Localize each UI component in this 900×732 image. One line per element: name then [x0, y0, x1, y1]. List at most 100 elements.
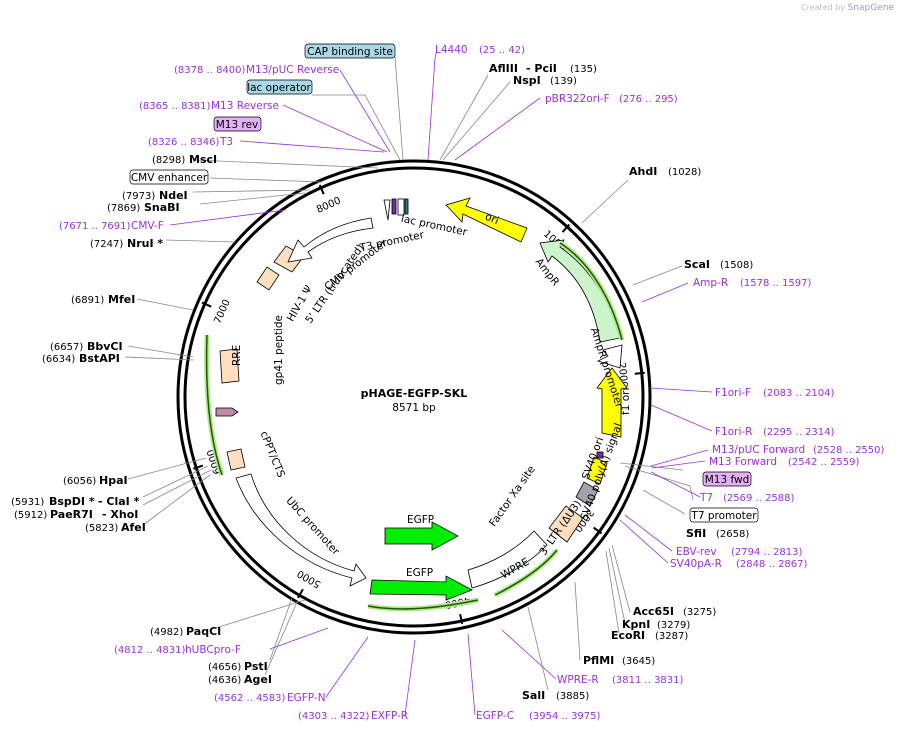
primer-wprer-range: (3811 .. 3831) [612, 675, 684, 686]
primer-labels: L4440 (25 .. 42) pBR322ori-F (276 .. 295… [59, 44, 885, 722]
primer-egfpc-range: (3954 .. 3975) [529, 711, 601, 722]
primer-exfpr-name: EXFP-R [371, 710, 408, 722]
primer-m13rev-name: M13 Reverse [211, 100, 279, 112]
tick-mark [634, 371, 645, 375]
site-sfii-name: SfiI [686, 527, 706, 540]
egfp-label-1: EGFP [407, 514, 434, 526]
primer-sv40pa-range: (2848 .. 2867) [736, 559, 808, 570]
tick-label: 7000 [212, 298, 232, 326]
site-afliii-extra: - PciI [526, 62, 557, 75]
gp41-label: gp41 peptide [273, 315, 285, 385]
primer-wprer-name: WPRE-R [557, 674, 599, 686]
site-paqci-name: PaqCI [186, 625, 221, 638]
tick-mark [561, 223, 570, 233]
primer-egfpc-name: EGFP-C [476, 710, 514, 722]
cap-binding-feature [404, 198, 409, 215]
site-scai-pos: (1508) [720, 260, 753, 271]
egfp-arrow-2 [369, 575, 473, 601]
site-sfii-pos: (2658) [716, 529, 749, 540]
t7-promoter-text: T7 promoter [690, 510, 757, 522]
site-paer7i-pos: (5912) [14, 510, 47, 521]
site-sali-pos: (3885) [556, 691, 589, 702]
cap-binding-box [304, 43, 396, 59]
site-scai-name: ScaI [684, 258, 710, 271]
m13-fwd-text: M13 fwd [705, 474, 750, 486]
site-psti-name: PstI [244, 660, 268, 673]
site-hpai-pos: (6056) [63, 476, 96, 487]
site-afliii-name: AflIII [489, 62, 518, 75]
t3-promoter-arrow [383, 199, 391, 221]
primer-t7-name: T7 [699, 492, 713, 504]
site-acc65i-name: Acc65I [633, 605, 674, 618]
primer-ebvrev-name: EBV-rev [676, 546, 717, 558]
t3-promoter-label: T3 promoter [358, 229, 426, 255]
primer-m13puc-fwd-range: (2528 .. 2550) [813, 445, 885, 456]
primer-sv40pa-name: SV40pA-R [670, 558, 722, 570]
snapgene-credit: Created by SnapGene [801, 3, 894, 13]
primer-ampr-name: Amp-R [693, 277, 728, 289]
primer-t3-name: T3 [219, 136, 233, 148]
wpre-arrow [467, 530, 548, 589]
t7-promoter-box [689, 507, 759, 523]
ampr-promoter-arrow [596, 344, 623, 369]
site-bspdi-extra: - ClaI * [98, 495, 140, 508]
m13-rev-text: M13 rev [216, 119, 259, 131]
tick-mark [201, 301, 212, 308]
site-ndei-name: NdeI [159, 189, 188, 202]
primer-l4440-range: (25 .. 42) [479, 45, 525, 56]
primer-exfpr-range: (4303 .. 4322) [298, 711, 370, 722]
site-bbvci-pos: (6657) [50, 342, 83, 353]
tick-mark [318, 184, 325, 195]
site-mfei-pos: (6891) [71, 295, 104, 306]
primer-cmvf-range: (7671 .. 7691) [59, 221, 131, 232]
site-ahdi-name: AhdI [629, 165, 657, 178]
primer-m13rev-range: (8365 .. 8381) [139, 101, 211, 112]
ori-arrow [445, 197, 528, 243]
primer-f1orir-range: (2295 .. 2314) [763, 427, 835, 438]
tick-mark [592, 526, 603, 535]
backbone-inner-ring [183, 166, 645, 628]
site-agei-pos: (4636) [208, 675, 241, 686]
m13-rev-box [213, 116, 262, 132]
lac-operator-text: lac operator [247, 82, 311, 94]
tick-label: 5000 [295, 567, 323, 589]
cmv-enhancer-text: CMV enhancer [131, 172, 208, 184]
lac-operator-box [246, 79, 313, 95]
rre-label: RRE [231, 345, 243, 366]
primer-f1orif-range: (2083 .. 2104) [763, 388, 835, 399]
ubc-promoter-arrow [235, 473, 367, 587]
m13-rev-feature [391, 198, 397, 215]
rre-box [219, 348, 240, 384]
egfp-arrow-1 [384, 521, 459, 551]
site-snabi-pos: (7869) [107, 203, 140, 214]
sv40-polya-box [575, 481, 599, 507]
features [215, 197, 628, 601]
orf-highlights [204, 240, 625, 612]
site-kpni-pos: (3279) [657, 620, 690, 631]
site-nspi-pos: (139) [550, 76, 577, 87]
primer-ebvrev-range: (2794 .. 2813) [731, 547, 803, 558]
site-afliii-pos: (135) [570, 64, 597, 75]
primer-m13fwd-range: (2542 .. 2559) [788, 457, 860, 468]
site-nspi-name: NspI [513, 74, 541, 87]
site-afei-pos: (5823) [85, 523, 118, 534]
credit-text: Created by [801, 3, 846, 12]
cmv-enhancer-box [129, 169, 209, 185]
primer-cmvf-name: CMV-F [131, 220, 164, 232]
m13-fwd-feature [596, 451, 604, 459]
primer-egfpn-range: (4562 .. 4583) [214, 693, 286, 704]
site-snabi-name: SnaBI [144, 201, 180, 214]
primer-egfpn-name: EGFP-N [287, 692, 326, 704]
site-bstapi-name: BstAPI [79, 352, 120, 365]
site-msci-name: MscI [189, 153, 217, 166]
primer-l4440-name: L4440 [435, 44, 468, 56]
site-sali-name: SalI [522, 689, 545, 702]
sv40-ori-box [586, 456, 608, 485]
site-bspdi-name: BspDI * [49, 495, 95, 508]
plasmid-name: pHAGE-EGFP-SKL [361, 387, 468, 400]
primer-hubcpro-range: (4812 .. 4831) [114, 645, 186, 656]
ltr3-box [548, 505, 584, 543]
site-pflmi-name: PflMI [583, 654, 614, 667]
primer-t7-range: (2569 .. 2588) [723, 493, 795, 504]
